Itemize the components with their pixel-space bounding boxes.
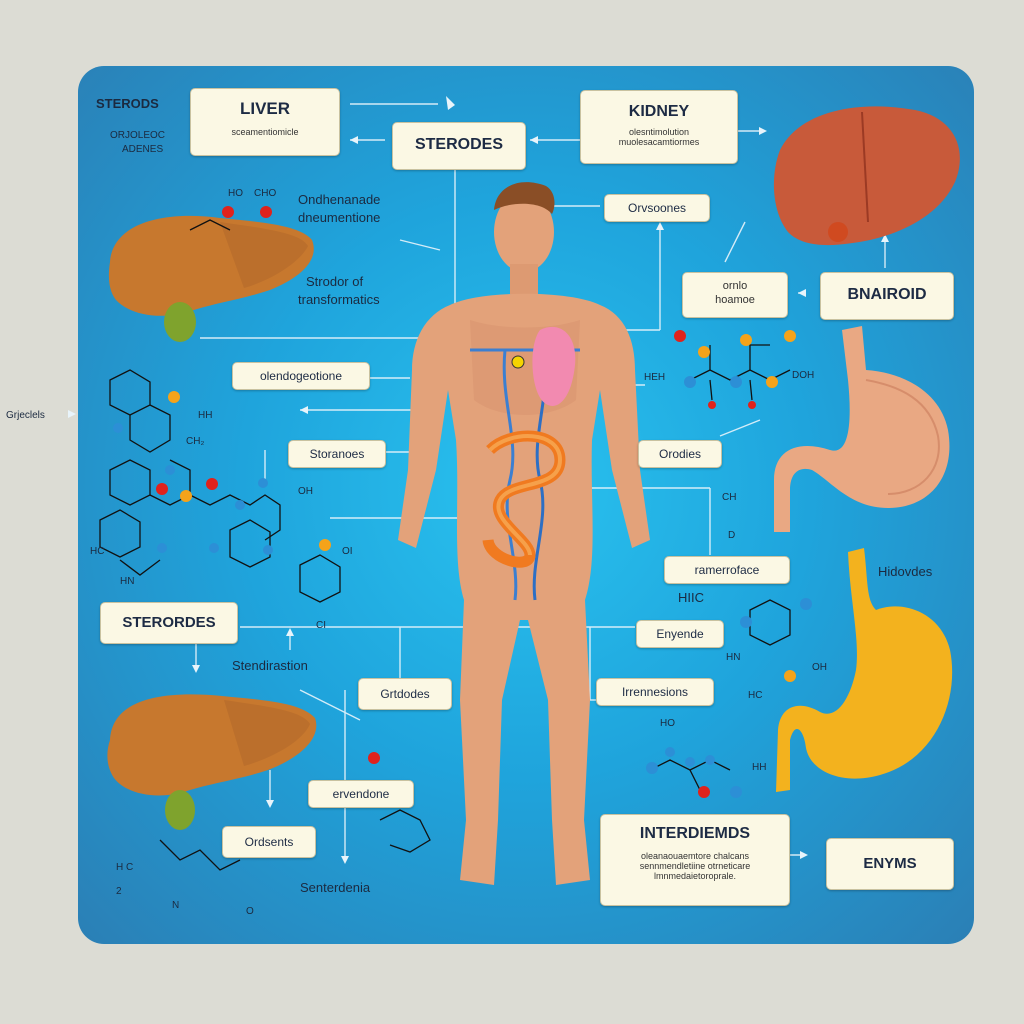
interdiemds-title: INTERDIEMDS [639, 825, 751, 842]
corner-label-line2: ADENES [122, 144, 164, 155]
sterordes-left-title: STERORDES [122, 614, 216, 631]
liver-box-title: LIVER [239, 99, 291, 118]
arrowheads [68, 96, 889, 864]
chem-label-ci: CI [316, 620, 326, 631]
human-body-illustration [398, 182, 650, 885]
liver-top-illustration [108, 215, 314, 342]
interdiemds-sub1: oleanaouaemtore chalcans [640, 851, 750, 861]
chem-label-hc3: H C [116, 862, 134, 873]
chem-label-ch2: CH₂ [186, 436, 205, 447]
chem-label-hc: HC [90, 546, 105, 557]
chem-label-ho-top: HO [228, 188, 243, 199]
interdiemds-sub2: sennmendletiine otrneticare [639, 861, 751, 871]
ornlo-box: ornlo hoamoe [682, 272, 788, 318]
liver-box: LIVER sceamentiomicle [190, 88, 340, 156]
chem-label-ch3: CH [722, 492, 737, 503]
chem-label-hn2: HN [726, 652, 741, 663]
enyende-title: Enyende [656, 627, 704, 641]
label-transformatics: transformatics [298, 292, 380, 307]
liver-right-illustration [773, 106, 960, 246]
kidney-box-title: KIDNEY [628, 103, 690, 120]
storanoes-title: Storanoes [309, 447, 365, 461]
chem-label-d: D [728, 530, 736, 541]
chem-label-hn: HN [120, 576, 135, 587]
label-stendirastion: Stendirastion [232, 658, 308, 673]
ervendone-title: ervendone [332, 787, 390, 801]
intremnesions-title: Irrennesions [621, 685, 689, 699]
orodies-box: Orodies [638, 440, 722, 468]
ervendone-box: ervendone [308, 780, 414, 808]
bnairoid-title: BNAIROID [847, 286, 927, 303]
label-strodor: Strodor of [306, 274, 364, 289]
grtodes-box: Grtdodes [358, 678, 452, 710]
corner-label-title: STERODS [96, 96, 159, 111]
chem-label-oh2: OH [812, 662, 827, 673]
chem-label-oh: OH [298, 486, 313, 497]
kidney-box-sub1: olesntimolution [628, 127, 690, 137]
chem-label-o: O [246, 906, 254, 917]
liver-box-sub: sceamentiomicle [231, 127, 299, 137]
stomach-illustration [774, 326, 950, 532]
chem-label-ho2: HO [660, 718, 675, 729]
label-ondhenanade: Ondhenanade [298, 192, 381, 207]
ornlo-sub: hoamoe [715, 294, 755, 306]
sterodes-top-box: STERODES [392, 122, 526, 170]
sterodes-top-title: STERODES [414, 136, 503, 153]
ordsents-box: Ordsents [222, 826, 316, 858]
label-hidovdes: Hidovdes [878, 564, 933, 579]
ordsents-title: Ordsents [244, 835, 294, 849]
liver-bottom-illustration [107, 694, 317, 830]
olendogeotione-box: olendogeotione [232, 362, 370, 390]
label-hiic: HIIC [678, 590, 704, 605]
chem-label-hh2: HH [752, 762, 767, 773]
chem-label-2: 2 [116, 886, 122, 897]
chem-label-hc2: HC [748, 690, 763, 701]
interdiemds-sub3: lmnmedaietoroprale. [653, 871, 737, 881]
label-dneumentione: dneumentione [298, 210, 381, 225]
enyms-title: ENYMS [863, 855, 917, 872]
kidney-box-sub2: muolesacamtiormes [618, 137, 700, 147]
atoms [113, 206, 812, 798]
storanoes-box: Storanoes [288, 440, 386, 468]
chem-label-cho: CHO [254, 188, 277, 199]
chem-label-oi: OI [342, 546, 353, 557]
corner-label-line1: ORJOLEOC [110, 130, 166, 141]
chem-label-doh: DOH [792, 370, 815, 381]
kidney-box: KIDNEY olesntimolution muolesacamtiormes [580, 90, 738, 164]
side-label: Grjeclels [6, 410, 45, 421]
label-senterdenia: Senterdenia [300, 880, 371, 895]
ornlo-title: ornlo [722, 280, 748, 292]
orodies-title: Orodies [658, 447, 702, 461]
grtodes-title: Grtdodes [380, 687, 430, 701]
yellow-organ-illustration [776, 548, 953, 792]
orvsoones-box: Orvsoones [604, 194, 710, 222]
chem-label-n: N [172, 900, 180, 911]
intremnesions-box: Irrennesions [596, 678, 714, 706]
enyms-box: ENYMS [826, 838, 954, 890]
chem-label-heh: HEH [644, 372, 666, 383]
enyende-box: Enyende [636, 620, 724, 648]
interdiemds-box: INTERDIEMDS oleanaouaemtore chalcans sen… [600, 814, 790, 906]
orvsoones-title: Orvsoones [627, 201, 687, 215]
ramerroface-box: ramerroface [664, 556, 790, 584]
bnairoid-box: BNAIROID [820, 272, 954, 320]
olendogeotione-title: olendogeotione [259, 369, 343, 383]
ramerroface-title: ramerroface [694, 563, 760, 577]
sterordes-left-box: STERORDES [100, 602, 238, 644]
chem-label-hh: HH [198, 410, 213, 421]
